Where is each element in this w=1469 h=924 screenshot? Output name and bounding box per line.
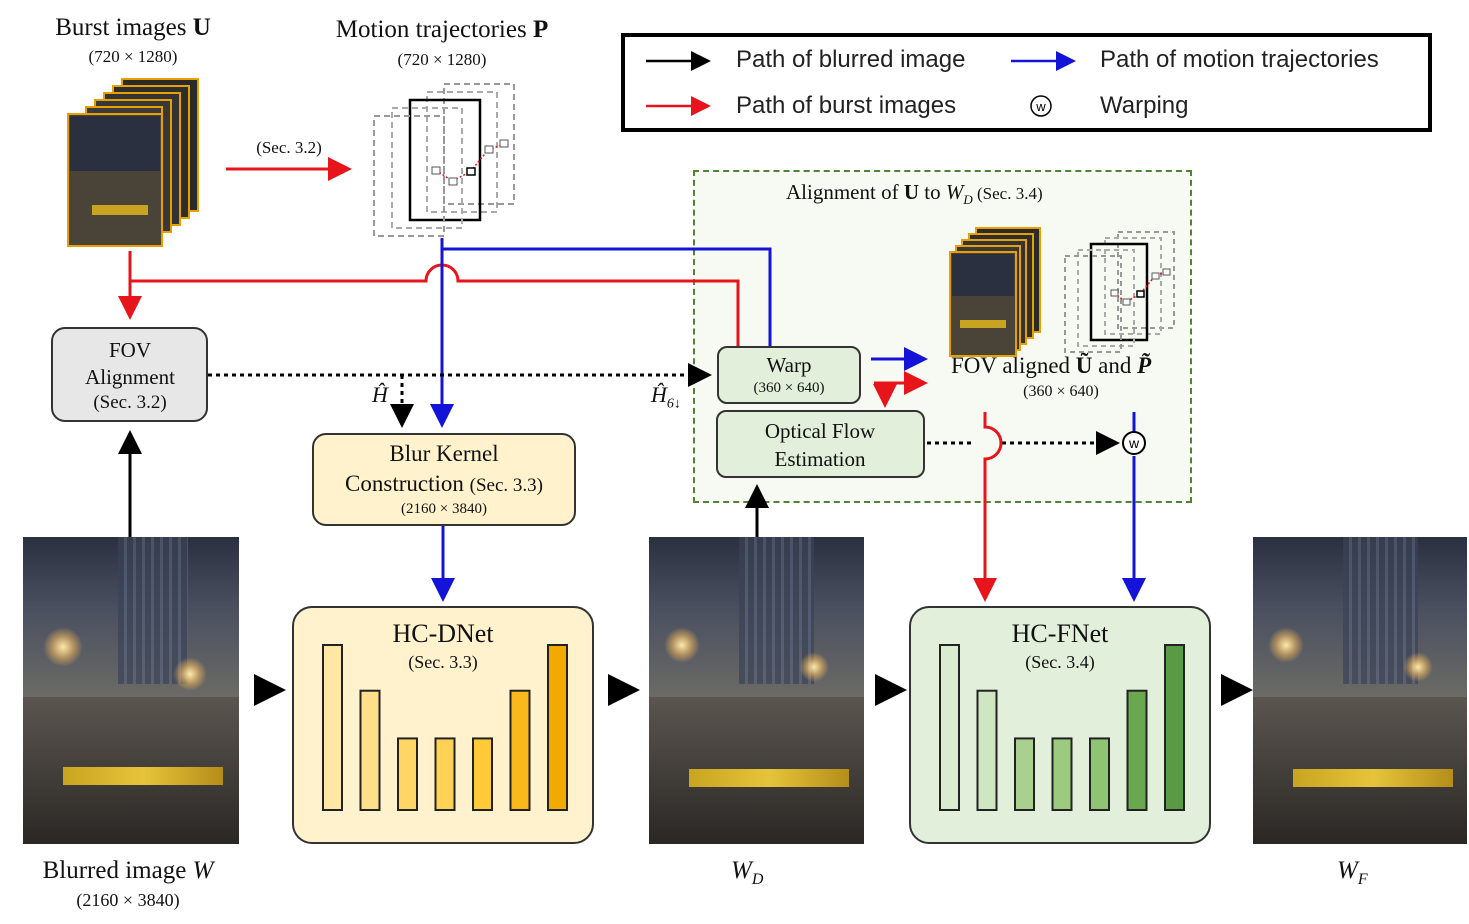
motion-resolution: (720 × 1280) [397, 50, 487, 69]
fov-aligned-text: FOV aligned [951, 353, 1076, 378]
svg-text:w: w [1128, 435, 1140, 451]
hc-fnet-bar-5 [1089, 737, 1110, 811]
warp-node-icon: w [1122, 431, 1146, 455]
wf-label: WF [1337, 857, 1368, 889]
optical-flow-line1: Optical Flow [764, 419, 876, 443]
hc-fnet-bar-1 [939, 644, 960, 811]
hc-fnet-sec: (Sec. 3.4) [1025, 652, 1095, 672]
motion-to-warp-path [442, 247, 772, 346]
alignment-title: Alignment of U to WD (Sec. 3.4) [786, 180, 1043, 208]
hc-dnet-bar-3 [397, 737, 418, 811]
alignment-title-w: W [945, 180, 964, 204]
aligned-u-to-hcfnet-arrow [973, 412, 1003, 602]
hc-fnet-bar-7 [1164, 644, 1185, 811]
burst-to-warp-path [130, 263, 740, 346]
wd-sub: D [751, 871, 764, 888]
hc-fnet-bar-3 [1014, 737, 1035, 811]
h-hat-label: Ĥ [372, 382, 388, 407]
motion-trajectories-title: Motion trajectories P [336, 16, 548, 44]
aligned-motion-stack [1064, 231, 1175, 353]
hc-fnet-bars [939, 644, 1185, 812]
wd-image-photo [649, 537, 864, 844]
blurred-image-label: Blurred image W [43, 857, 214, 885]
alignment-title-sec: (Sec. 3.4) [976, 184, 1043, 203]
optical-flow-line2: Estimation [774, 447, 866, 471]
burst-images-title: Burst images U [55, 14, 211, 42]
hc-fnet-bar-2 [976, 689, 998, 812]
hc-fnet-title: HC-FNet [1011, 619, 1109, 648]
blur-kernel-line1: Blur Kernel [389, 441, 499, 466]
alignment-title-to: to [919, 180, 946, 204]
wf-sub: F [1357, 871, 1368, 888]
blurred-image-var: W [192, 857, 214, 884]
legend-blurred-path: Path of blurred image [736, 46, 966, 73]
h-hat-6-label: Ĥ6↓ [651, 382, 681, 412]
fov-box-line1: FOV [108, 338, 152, 362]
alignment-title-text: Alignment of [786, 180, 904, 204]
hc-dnet-bars [322, 644, 568, 812]
h-hat-6-symbol: Ĥ [651, 382, 667, 407]
warp-box [717, 346, 861, 404]
wd-label: WD [731, 857, 763, 889]
h-hat-6-sub: 6↓ [666, 396, 681, 412]
fov-aligned-and: and [1092, 353, 1138, 378]
fov-aligned-u: Ũ [1075, 353, 1093, 378]
motion-trajectories-stack [373, 83, 515, 237]
warp-resolution: (360 × 640) [753, 380, 825, 396]
blur-kernel-line2: Construction (Sec. 3.3) [345, 471, 543, 497]
alignment-title-sub: D [963, 192, 973, 208]
burst-resolution: (720 × 1280) [88, 47, 178, 66]
legend-box [621, 33, 1432, 132]
legend-warping: Warping [1100, 92, 1189, 119]
fov-alignment-box [51, 327, 208, 422]
blur-kernel-sec: (Sec. 3.3) [469, 475, 543, 496]
burst-images-stack [67, 78, 199, 247]
blurred-image-photo [23, 537, 239, 844]
hc-fnet-bar-6 [1126, 689, 1148, 812]
hc-dnet-bar-1 [322, 644, 343, 811]
wf-image-photo [1253, 537, 1467, 844]
optical-flow-box [716, 410, 925, 478]
hc-dnet-bar-2 [359, 689, 381, 812]
wd-var: W [731, 857, 752, 884]
fov-aligned-p: P̃ [1137, 353, 1152, 378]
hc-dnet-bar-6 [509, 689, 531, 812]
blur-kernel-box [312, 433, 576, 526]
motion-title-text: Motion trajectories [335, 16, 533, 43]
legend-burst-path: Path of burst images [736, 92, 957, 119]
wf-var: W [1337, 857, 1358, 884]
svg-text:w: w [1035, 99, 1046, 114]
blurred-image-text: Blurred image [42, 857, 193, 884]
blur-kernel-construction: Construction [345, 471, 464, 496]
sec-3-2-label: (Sec. 3.2) [256, 138, 322, 157]
burst-title-text: Burst images [55, 14, 193, 41]
hc-dnet-bar-4 [434, 737, 456, 811]
hc-dnet-bar-5 [472, 737, 493, 811]
aligned-burst-stack [949, 227, 1041, 357]
fov-box-line3: (Sec. 3.2) [93, 392, 167, 413]
hc-dnet-sec: (Sec. 3.3) [408, 652, 478, 672]
blur-kernel-resolution: (2160 × 3840) [401, 501, 487, 517]
hc-dnet-bar-7 [547, 644, 568, 811]
fov-aligned-label: FOV aligned Ũ and P̃ [951, 353, 1151, 379]
legend-warp-icon: w [1030, 95, 1052, 117]
burst-title-symbol: U [192, 14, 211, 41]
legend-motion-path: Path of motion trajectories [1100, 46, 1379, 73]
alignment-title-u: U [903, 180, 919, 204]
blurred-image-resolution: (2160 × 3840) [76, 890, 180, 910]
motion-title-symbol: P [532, 16, 549, 43]
hc-fnet-bar-4 [1051, 737, 1073, 811]
warp-label: Warp [766, 353, 812, 377]
fov-aligned-resolution: (360 × 640) [1023, 383, 1099, 400]
fov-box-line2: Alignment [85, 365, 175, 389]
hc-dnet-title: HC-DNet [392, 619, 494, 648]
